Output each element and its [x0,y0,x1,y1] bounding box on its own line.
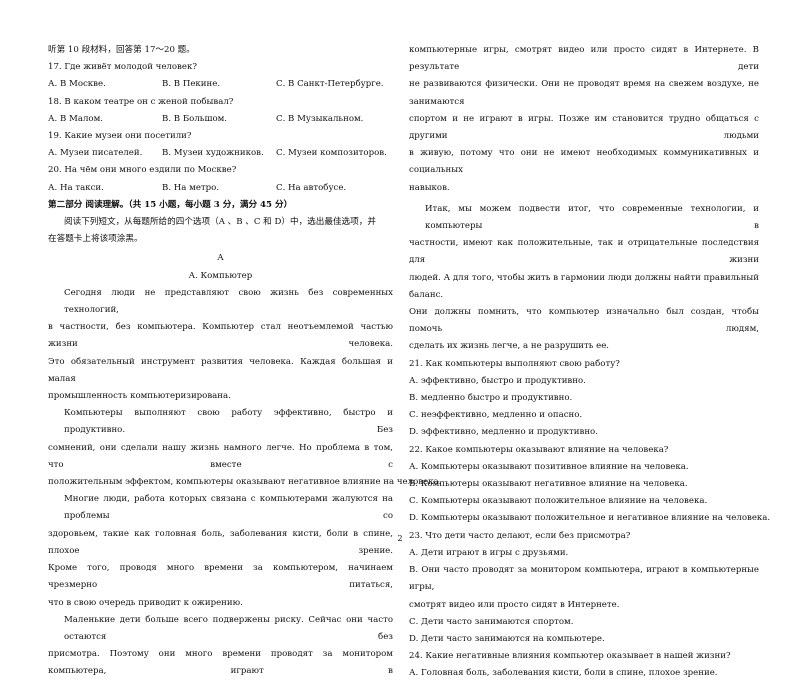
option: С. Музеи композиторов. [276,148,387,159]
text-line: положительным эффектом, компьютеры оказы… [48,477,442,488]
text-line: что в свою очередь приводит к ожирению. [48,597,243,608]
option: D. Дети часто занимаются на компьютере. [409,633,605,644]
text-line: присмотра. Поэтому они много времени про… [48,649,393,677]
question-22: 22. Какое компьютеры оказывают влияние н… [409,444,669,455]
option: С. неэффективно, медленно и опасно. [409,410,583,421]
question-18: 18. В каком театре он с женой побывал? [48,96,234,107]
option: А. Дети играют в игры с друзьями. [409,547,569,558]
question-21: 21. Как компьютеры выполняют свою работу… [409,358,620,369]
passage-letter: A [217,253,224,264]
option: В. Компьютеры оказывают негативное влиян… [409,479,688,490]
option: А. Головная боль, заболевания кисти, бол… [409,668,718,679]
text-line: сделать их жизнь легче, а не разрушить е… [409,341,610,352]
text-line: Итак, мы можем подвести итог, что соврем… [425,203,759,232]
paragraph: Итак, мы можем подвести итог, что соврем… [409,201,759,356]
text-line: Многие люди, работа которых связана с ко… [64,494,393,522]
text-line: в частности, без компьютера. Компьютер с… [48,322,393,350]
option: А. Компьютеры оказывают позитивное влиян… [409,461,689,472]
question-20-options: А. На такси. В. На метро. С. На автобусе… [48,180,393,197]
text-line: навыков. [409,182,450,193]
text-line: спортом и не играют в игры. Позже им ста… [409,113,759,142]
option: С. В Музыкальном. [276,113,364,124]
option: А. В Москве. [48,79,106,90]
option: D. Компьютеры оказывают положительное и … [409,513,771,524]
text-line: сомнений, они сделали нашу жизнь намного… [48,442,393,470]
right-column: компьютерные игры, смотрят видео или про… [409,0,771,683]
text-line: промышленность компьютеризирована. [48,391,231,402]
text-line: Сегодня люди не представляют свою жизнь … [64,287,393,316]
question-19: 19. Какие музеи они посетили? [48,131,192,142]
paragraph: Многие люди, работа которых связана с ко… [48,491,393,611]
question-18-options: А. В Малом. В. В Большом. С. В Музыкальн… [48,111,393,128]
text-line: Компьютеры выполняют свою работу эффекти… [64,408,393,436]
text-line: компьютерные игры, смотрят видео или про… [409,45,759,73]
paragraph: Сегодня люди не представляют свою жизнь … [48,285,393,405]
option: В. Музеи художников. [162,148,264,159]
text-line: не развиваются физически. Они не проводя… [409,79,759,107]
question-17: 17. Где живёт молодой человек? [48,62,197,73]
passage-title: A. Компьютер [188,270,253,281]
option: А. эффективно, быстро и продуктивно. [409,375,586,386]
option: А. На такси. [48,182,104,193]
question-17-options: А. В Москве. В. В Пекине. С. В Санкт-Пет… [48,76,393,93]
option: В. медленно быстро и продуктивно. [409,393,573,404]
text-line: Это обязательный инструмент развития чел… [48,356,393,384]
text-line: здоровьем, такие как головная боль, забо… [48,528,393,556]
option: смотрят видео или просто сидят в Интерне… [409,599,620,610]
option: D. эффективно, медленно и продуктивно. [409,427,598,438]
paragraph: компьютерные игры, смотрят видео или про… [409,42,759,197]
section-title: 第二部分 阅读理解。（共 15 小题，每小题 3 分，满分 45 分） [48,199,293,210]
text-line: Кроме того, проводя много времени за ком… [48,563,393,591]
question-24: 24. Какие негативные влияния компьютер о… [409,651,731,662]
listening-intro: 听第 10 段材料，回答第 17～20 题。 [48,45,195,55]
question-19-options: А. Музеи писателей. В. Музеи художников.… [48,145,393,162]
option: А. В Малом. [48,113,103,124]
instruction-line: 阅读下列短文，从每题所给的四个选项（A 、B 、C 和 D）中，选出最佳选项，并 [64,217,376,228]
question-23: 23. Что дети часто делают, если без прис… [409,530,631,541]
option: В. В Пекине. [162,79,221,90]
option: С. На автобусе. [276,182,347,193]
page-number: 2 [397,534,403,543]
question-20: 20. На чём они много ездили по Москве? [48,165,237,176]
text-line: людей. А для того, чтобы жить в гармонии… [409,272,759,300]
option: В. В Большом. [162,113,228,124]
option: В. На метро. [162,182,220,193]
option: С. Компьютеры оказывают положительное вл… [409,496,708,507]
option: В. Они часто проводят за монитором компь… [409,565,759,593]
paragraph: Маленькие дети больше всего подвержены р… [48,612,393,681]
text-line: Они должны помнить, что компьютер изнача… [409,307,759,335]
text-line: Маленькие дети больше всего подвержены р… [64,614,393,642]
text-line: частности, имеют как положительные, так … [409,238,759,266]
text-line: в живую, потому что они не имеют необход… [409,148,759,176]
option: С. Дети часто занимаются спортом. [409,616,574,627]
left-column: 听第 10 段材料，回答第 17～20 题。 17. Где живёт мол… [48,0,442,681]
option: С. В Санкт-Петербурге. [276,79,384,90]
option: А. Музеи писателей. [48,148,143,159]
instruction-line: 在答题卡上将该项涂黑。 [48,234,143,245]
paragraph: Компьютеры выполняют свою работу эффекти… [48,405,442,491]
